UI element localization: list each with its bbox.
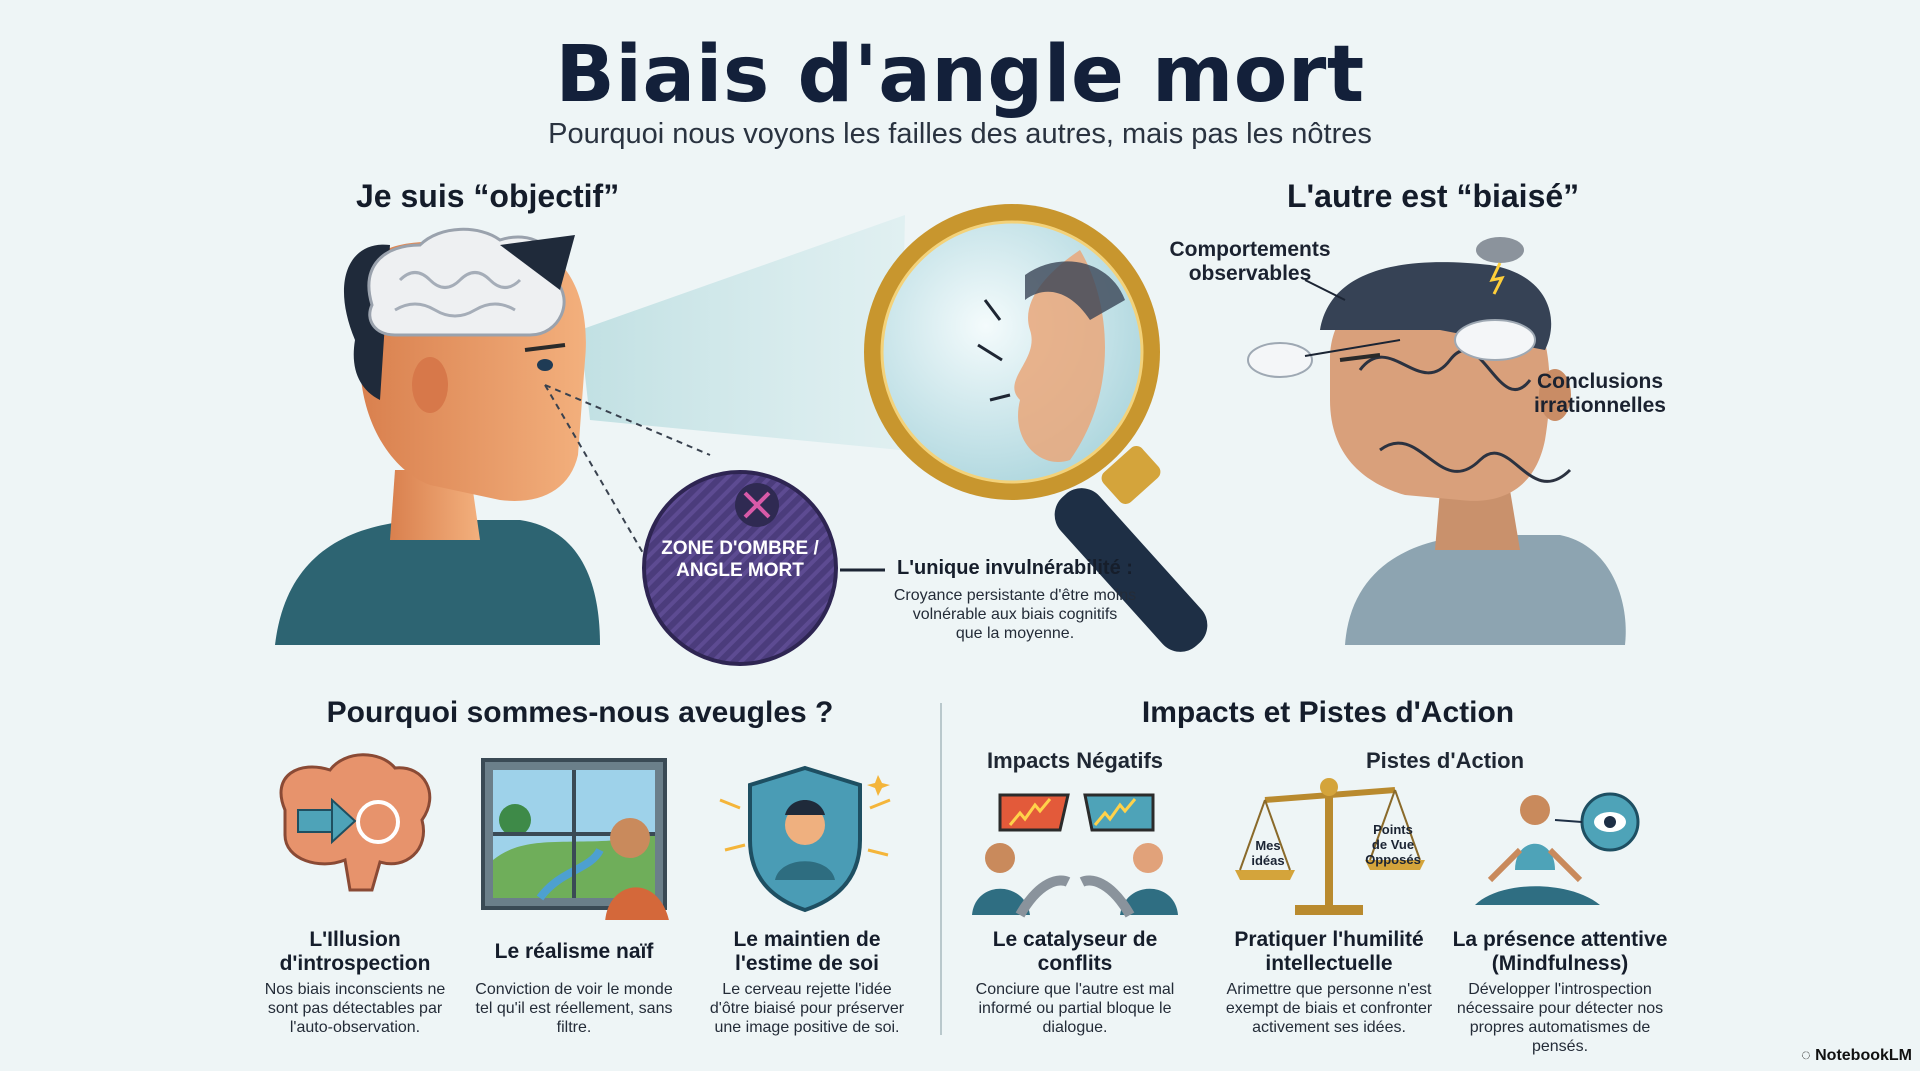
- blocked-eye-icon: [735, 483, 779, 527]
- card-conflict-catalyst: Le catalyseur de conflits Conciure que l…: [975, 928, 1175, 1036]
- invulnerability-line-2: volnérable aux biais cognitifs: [912, 606, 1118, 623]
- right-heading: L'autre est “biaisé”: [1287, 178, 1580, 214]
- card-self-esteem: Le maintien de l'estime de soi Le cervea…: [709, 928, 905, 1036]
- card-mindfulness: La présence attentive (Mindfulness) Déve…: [1452, 928, 1668, 1055]
- impacts-heading: Impacts et Pistes d'Action: [1141, 696, 1515, 729]
- magnifying-glass-icon: [864, 204, 1208, 652]
- shield-person-icon: [719, 765, 891, 913]
- meditation-eye-icon: [1475, 792, 1640, 905]
- action-paths-subheading: Pistes d'Action: [1365, 748, 1525, 773]
- notebooklm-logo-icon: ◌: [1801, 1047, 1816, 1064]
- card-intellectual-humility: Pratiquer l'humilité intellectuelle Arim…: [1225, 928, 1433, 1036]
- section-divider: [940, 703, 942, 1035]
- brain-arrow-icon: [279, 753, 432, 892]
- notebooklm-brand: ◌ NotebookLM: [1801, 1047, 1912, 1064]
- card-naive-realism: Le réalisme naïf Conviction de voir le m…: [475, 940, 673, 1036]
- irrational-conclusions-label: Conclusions irrationnelles: [1534, 370, 1666, 417]
- scale-right-label: Points de Vue Opposés: [1365, 822, 1421, 867]
- page-subtitle: Pourquoi nous voyons les failles des aut…: [548, 118, 1372, 150]
- card-introspection-illusion: L'Illusion d'introspection Nos biais inc…: [264, 928, 446, 1036]
- vision-beam: [580, 215, 905, 450]
- blind-spot-zone: [642, 470, 838, 666]
- observable-behaviors-label: Comportements observables: [1169, 238, 1331, 285]
- biased-person-figure: [1320, 262, 1626, 645]
- invulnerability-line-1: Croyance persistante d'être moins: [893, 587, 1137, 604]
- thought-cloud-icon: [1247, 237, 1536, 378]
- negative-impacts-subheading: Impacts Négatifs: [986, 748, 1164, 773]
- main-illustration: [275, 204, 1626, 666]
- invulnerability-title: L'unique invulnérabilité :: [897, 557, 1133, 579]
- page-title: Biais d'angle mort: [555, 30, 1365, 120]
- invulnerability-note: L'unique invulnérabilité : Croyance pers…: [880, 557, 1150, 643]
- left-heading: Je suis “objectif”: [356, 178, 620, 214]
- conflict-icon: [972, 793, 1178, 918]
- bottom-icons: [279, 753, 1640, 920]
- scale-left-label: Mes idéas: [1251, 838, 1285, 868]
- scale-icon: [1235, 778, 1425, 915]
- window-view-icon: [481, 758, 669, 920]
- blind-spot-label: ZONE D'OMBRE / ANGLE MORT: [661, 538, 819, 581]
- objective-person-figure: [275, 227, 600, 645]
- invulnerability-line-3: que la moyenne.: [955, 625, 1075, 642]
- why-blind-heading: Pourquoi sommes-nous aveugles ?: [326, 696, 834, 729]
